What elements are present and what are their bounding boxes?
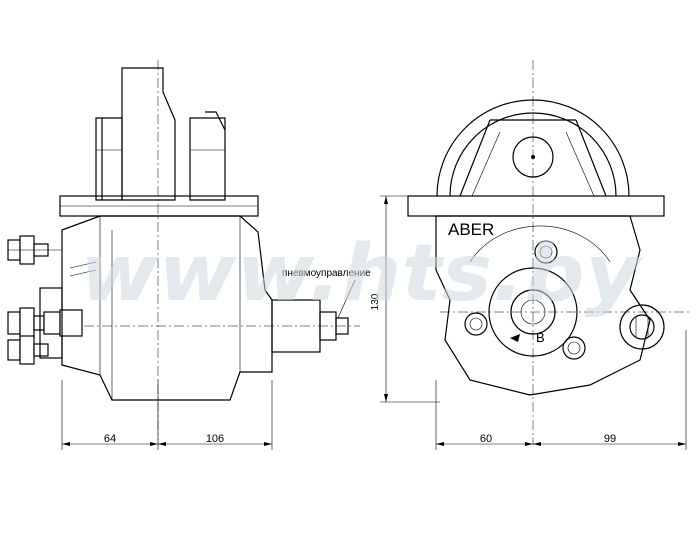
watermark: www.hts.by	[80, 229, 643, 319]
fork-left-plate	[95, 117, 123, 201]
housing-contour	[469, 225, 611, 263]
side-view-extension-lines	[61, 380, 273, 450]
flow-arrow	[510, 334, 520, 342]
pneumatic-port	[619, 304, 665, 350]
upper-fitting	[7, 235, 62, 265]
bolt-right	[562, 336, 586, 360]
brand-label: ABER	[448, 220, 494, 239]
fork-center-plate	[121, 67, 176, 201]
bolt-left	[464, 312, 488, 336]
dim-vertical-height: 130	[370, 293, 381, 310]
pump-body-edges	[99, 216, 241, 400]
lower-fitting	[7, 335, 49, 365]
fork-right-plate	[189, 117, 226, 201]
vertical-extension-lines	[380, 195, 440, 403]
dim-left-width: 64	[104, 433, 116, 445]
front-view-extension-lines	[435, 330, 687, 450]
wheel-inner-rim	[449, 112, 617, 197]
valve-block	[39, 287, 63, 359]
front-base-plate	[407, 195, 665, 217]
bolt-top	[534, 240, 558, 264]
middle-fitting	[7, 307, 83, 339]
front-view: ABER B 130 60 99	[370, 60, 690, 450]
wheel-bracket-inner	[471, 131, 595, 197]
pneumatic-control-label: пневмоуправление	[282, 268, 371, 279]
fork-right-top	[205, 111, 226, 131]
dim-body-width: 106	[206, 433, 224, 445]
pneumatic-leader-line	[337, 279, 356, 319]
body-fins	[69, 261, 97, 277]
side-view: 64 106 пневмоуправление	[7, 60, 371, 450]
pump-housing	[435, 215, 651, 396]
dim-right-right-width: 99	[604, 433, 616, 445]
dim-right-left-width: 60	[480, 433, 492, 445]
port-label: B	[536, 330, 545, 345]
